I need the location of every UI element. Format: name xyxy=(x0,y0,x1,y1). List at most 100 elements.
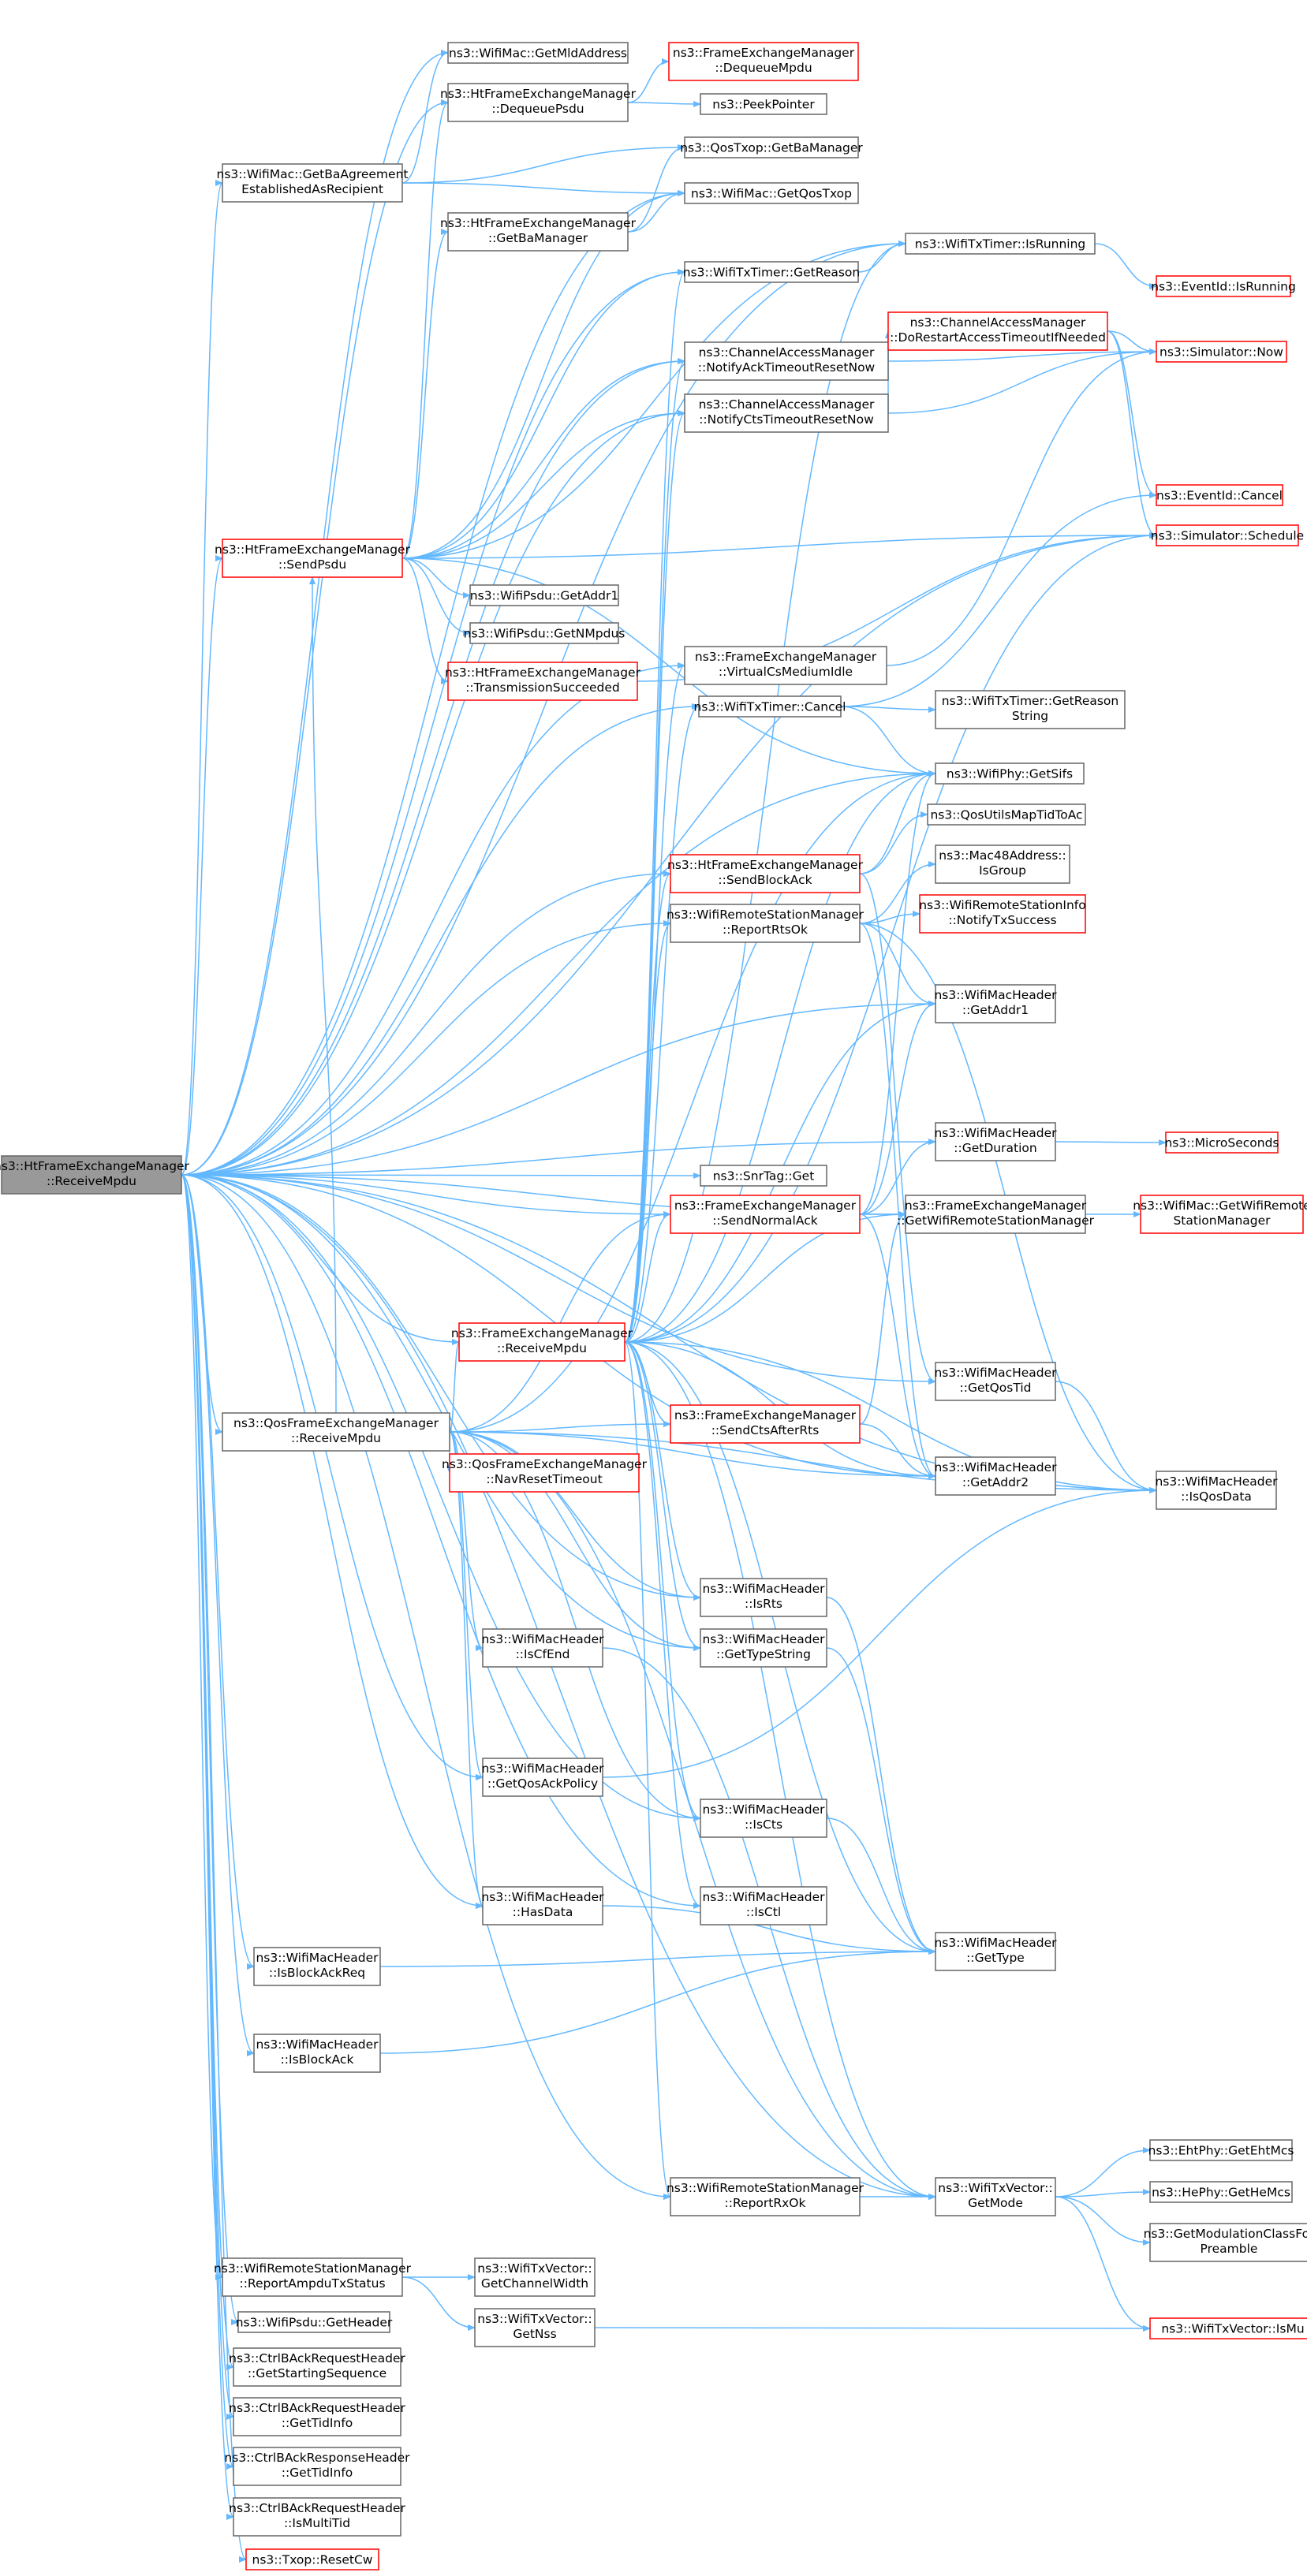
function-node-wifimacheader-isctl[interactable]: ns3::WifiMacHeader::IsCtl xyxy=(700,1886,827,1925)
function-node-htframeexchangemanager-sendpsdu[interactable]: ns3::HtFrameExchangeManager::SendPsdu xyxy=(215,539,411,578)
node-label: ::ReportRtsOk xyxy=(723,923,808,937)
function-node-wifimac-getbaagreementestablishedasrecipient[interactable]: ns3::WifiMac::GetBaAgreementEstablishedA… xyxy=(217,163,409,203)
node-box xyxy=(684,646,887,685)
function-node-frameexchangemanager-virtualcsmediumidle[interactable]: ns3::FrameExchangeManager::VirtualCsMedi… xyxy=(684,646,887,685)
function-node-qosframeexchangemanager-navresettimeout[interactable]: ns3::QosFrameExchangeManager::NavResetTi… xyxy=(442,1453,648,1493)
function-node-wifimacheader-getaddr2[interactable]: ns3::WifiMacHeader::GetAddr2 xyxy=(934,1456,1057,1496)
function-node-eventid-cancel[interactable]: ns3::EventId::Cancel xyxy=(1156,484,1283,506)
node-label: ns3::HtFrameExchangeManager xyxy=(0,1159,190,1173)
function-node-eventid-isrunning[interactable]: ns3::EventId::IsRunning xyxy=(1151,275,1296,297)
function-node-frameexchangemanager-dequeuempdu[interactable]: ns3::FrameExchangeManager::DequeueMpdu xyxy=(668,42,859,81)
function-node-wifitxtimer-cancel[interactable]: ns3::WifiTxTimer::Cancel xyxy=(694,695,846,718)
function-node-wifimacheader-iscfend[interactable]: ns3::WifiMacHeader::IsCfEnd xyxy=(481,1628,604,1668)
function-node-qostxop-getbamanager[interactable]: ns3::QosTxop::GetBaManager xyxy=(680,136,863,158)
function-node-simulator-now[interactable]: ns3::Simulator::Now xyxy=(1156,341,1287,363)
function-node-htframeexchangemanager-dequeuepsdu[interactable]: ns3::HtFrameExchangeManager::DequeuePsdu xyxy=(440,83,637,122)
function-node-wifiremotestationmanager-reportampdutxstatus[interactable]: ns3::WifiRemoteStationManager::ReportAmp… xyxy=(214,2257,412,2297)
function-node-wifimac-getwifiremotestationmanager[interactable]: ns3::WifiMac::GetWifiRemoteStationManage… xyxy=(1133,1195,1307,1234)
function-node-wifimacheader-gettypestring[interactable]: ns3::WifiMacHeader::GetTypeString xyxy=(700,1628,827,1668)
call-edge xyxy=(859,770,936,1215)
node-label: ::ReceiveMpdu xyxy=(291,1431,381,1445)
call-edge xyxy=(602,1487,1157,1778)
function-node-channelaccessmanager-dorestartaccesstimeoutifneeded[interactable]: ns3::ChannelAccessManager::DoRestartAcce… xyxy=(887,311,1108,351)
call-edge xyxy=(181,662,685,1176)
function-node-wifimacheader-isqosdata[interactable]: ns3::WifiMacHeader::IsQosData xyxy=(1155,1471,1278,1510)
function-node-wifimacheader-gettype[interactable]: ns3::WifiMacHeader::GetType xyxy=(934,1932,1057,1971)
node-box xyxy=(935,984,1056,1023)
function-node-frameexchangemanager-receivempdu[interactable]: ns3::FrameExchangeManager::ReceiveMpdu xyxy=(451,1322,633,1362)
call-edge xyxy=(1107,330,1157,539)
call-edge xyxy=(181,358,685,1176)
function-node-wifitxvector-getmode[interactable]: ns3::WifiTxVector::GetMode xyxy=(935,2177,1056,2216)
node-box xyxy=(700,1578,827,1617)
function-node-wifimacheader-iscts[interactable]: ns3::WifiMacHeader::IsCts xyxy=(700,1799,827,1838)
node-label: ns3::FrameExchangeManager xyxy=(674,1408,857,1422)
function-node-frameexchangemanager-sendctsafterrts[interactable]: ns3::FrameExchangeManager::SendCtsAfterR… xyxy=(670,1404,861,1444)
function-node-txop-resetcw[interactable]: ns3::Txop::ResetCw xyxy=(245,2548,379,2570)
function-node-channelaccessmanager-notifyacktimeoutresetnow[interactable]: ns3::ChannelAccessManager::NotifyAckTime… xyxy=(684,341,889,381)
node-label: ns3::WifiRemoteStationManager xyxy=(667,2181,864,2195)
function-node-wifitxtimer-getreason[interactable]: ns3::WifiTxTimer::GetReason xyxy=(683,261,861,283)
function-node-htframeexchangemanager-getbamanager[interactable]: ns3::HtFrameExchangeManager::GetBaManage… xyxy=(440,212,637,252)
function-node-wifimacheader-getduration[interactable]: ns3::WifiMacHeader::GetDuration xyxy=(934,1122,1057,1161)
root-node-htframeexchangemanager-receivempdu[interactable]: ns3::HtFrameExchangeManager::ReceiveMpdu xyxy=(0,1155,190,1195)
function-node-wifitxvector-getnss[interactable]: ns3::WifiTxVector::GetNss xyxy=(474,2308,596,2347)
function-node-wifiremotestationmanager-reportrxok[interactable]: ns3::WifiRemoteStationManager::ReportRxO… xyxy=(667,2177,864,2216)
node-label: ::SendNormalAck xyxy=(712,1213,817,1228)
node-box xyxy=(1140,1195,1304,1234)
function-node-wifimacheader-getqostid[interactable]: ns3::WifiMacHeader::GetQosTid xyxy=(934,1362,1057,1401)
function-node-ctrlbackrequestheader-gettidinfo[interactable]: ns3::CtrlBAckRequestHeader::GetTidInfo xyxy=(229,2397,405,2436)
call-edge xyxy=(624,703,700,1343)
function-node-wifimac-getmldaddress[interactable]: ns3::WifiMac::GetMldAddress xyxy=(447,42,629,64)
function-node-snrtag-get[interactable]: ns3::SnrTag::Get xyxy=(700,1165,827,1187)
function-node-qosframeexchangemanager-receivempdu[interactable]: ns3::QosFrameExchangeManager::ReceiveMpd… xyxy=(222,1412,450,1452)
node-box xyxy=(700,1165,827,1187)
function-node-channelaccessmanager-notifyctstimeoutresetnow[interactable]: ns3::ChannelAccessManager::NotifyCtsTime… xyxy=(684,393,889,433)
function-node-wifimac-getqostxop[interactable]: ns3::WifiMac::GetQosTxop xyxy=(684,182,859,204)
node-label: ns3::GetModulationClassFor xyxy=(1144,2227,1307,2241)
node-label: ::SendCtsAfterRts xyxy=(711,1423,820,1437)
node-box xyxy=(700,1886,827,1925)
function-node-ctrlbackrequestheader-ismultitid[interactable]: ns3::CtrlBAckRequestHeader::IsMultiTid xyxy=(229,2497,405,2537)
call-edge xyxy=(859,1211,906,1425)
function-node-htframeexchangemanager-sendblockack[interactable]: ns3::HtFrameExchangeManager::SendBlockAc… xyxy=(667,854,864,893)
node-box xyxy=(670,2177,861,2216)
node-box xyxy=(482,1628,603,1668)
function-node-wifipsdu-getaddr1[interactable]: ns3::WifiPsdu::GetAddr1 xyxy=(469,584,619,606)
function-node-wifiremotestationmanager-reportrtsok[interactable]: ns3::WifiRemoteStationManager::ReportRts… xyxy=(667,904,864,943)
node-label: ::DequeueMpdu xyxy=(715,61,812,75)
function-node-wifimacheader-isrts[interactable]: ns3::WifiMacHeader::IsRts xyxy=(700,1578,827,1617)
function-node-wifimacheader-getqosackpolicy[interactable]: ns3::WifiMacHeader::GetQosAckPolicy xyxy=(481,1758,604,1797)
call-edge xyxy=(181,1001,936,1176)
function-node-frameexchangemanager-getwifiremotestationmanager[interactable]: ns3::FrameExchangeManager::GetWifiRemote… xyxy=(897,1195,1095,1234)
function-node-frameexchangemanager-sendnormalack[interactable]: ns3::FrameExchangeManager::SendNormalAck xyxy=(670,1195,861,1234)
function-node-wifipsdu-getheader[interactable]: ns3::WifiPsdu::GetHeader xyxy=(236,2311,393,2333)
function-node-qosutilsmaptidtoac[interactable]: ns3::QosUtilsMapTidToAc xyxy=(927,803,1086,826)
node-box xyxy=(469,584,619,606)
function-node-ehtphy-getehtmcs[interactable]: ns3::EhtPhy::GetEhtMcs xyxy=(1148,2139,1294,2161)
function-node-wifimacheader-isblockack[interactable]: ns3::WifiMacHeader::IsBlockAck xyxy=(253,2034,381,2073)
function-node-wifitxvector-getchannelwidth[interactable]: ns3::WifiTxVector::GetChannelWidth xyxy=(474,2257,596,2297)
function-node-simulator-schedule[interactable]: ns3::Simulator::Schedule xyxy=(1151,524,1304,546)
function-node-peekpointer[interactable]: ns3::PeekPointer xyxy=(700,93,827,115)
function-node-microseconds[interactable]: ns3::MicroSeconds xyxy=(1164,1131,1279,1154)
call-edge xyxy=(1107,330,1157,355)
call-edge xyxy=(401,99,449,559)
function-node-wifitxtimer-isrunning[interactable]: ns3::WifiTxTimer::IsRunning xyxy=(905,233,1096,255)
function-node-wifiremotestationinfo-notifytxsuccess[interactable]: ns3::WifiRemoteStationInfo::NotifyTxSucc… xyxy=(919,894,1086,934)
function-node-mac48address-isgroup[interactable]: ns3::Mac48Address::IsGroup xyxy=(935,844,1070,884)
function-node-ctrlbackrequestheader-getstartingsequence[interactable]: ns3::CtrlBAckRequestHeader::GetStartingS… xyxy=(229,2347,405,2387)
function-node-wifimacheader-getaddr1[interactable]: ns3::WifiMacHeader::GetAddr1 xyxy=(934,984,1057,1023)
function-node-wifipsdu-getnmpdus[interactable]: ns3::WifiPsdu::GetNMpdus xyxy=(464,622,625,644)
function-node-wifiphy-getsifs[interactable]: ns3::WifiPhy::GetSifs xyxy=(935,762,1085,785)
call-edge xyxy=(181,410,685,1176)
function-node-htframeexchangemanager-transmissionsucceeded[interactable]: ns3::HtFrameExchangeManager::Transmissio… xyxy=(445,662,641,701)
node-label: ns3::WifiPsdu::GetNMpdus xyxy=(464,627,625,641)
function-node-wifimacheader-isblockackreq[interactable]: ns3::WifiMacHeader::IsBlockAckReq xyxy=(253,1947,381,1986)
function-node-ctrlbackresponseheader-gettidinfo[interactable]: ns3::CtrlBAckResponseHeader::GetTidInfo xyxy=(224,2447,410,2486)
function-node-wifimacheader-hasdata[interactable]: ns3::WifiMacHeader::HasData xyxy=(481,1886,604,1925)
function-node-hephy-gethemcs[interactable]: ns3::HePhy::GetHeMcs xyxy=(1149,2181,1293,2203)
function-node-wifitxvector-ismu[interactable]: ns3::WifiTxVector::IsMu xyxy=(1149,2317,1307,2339)
